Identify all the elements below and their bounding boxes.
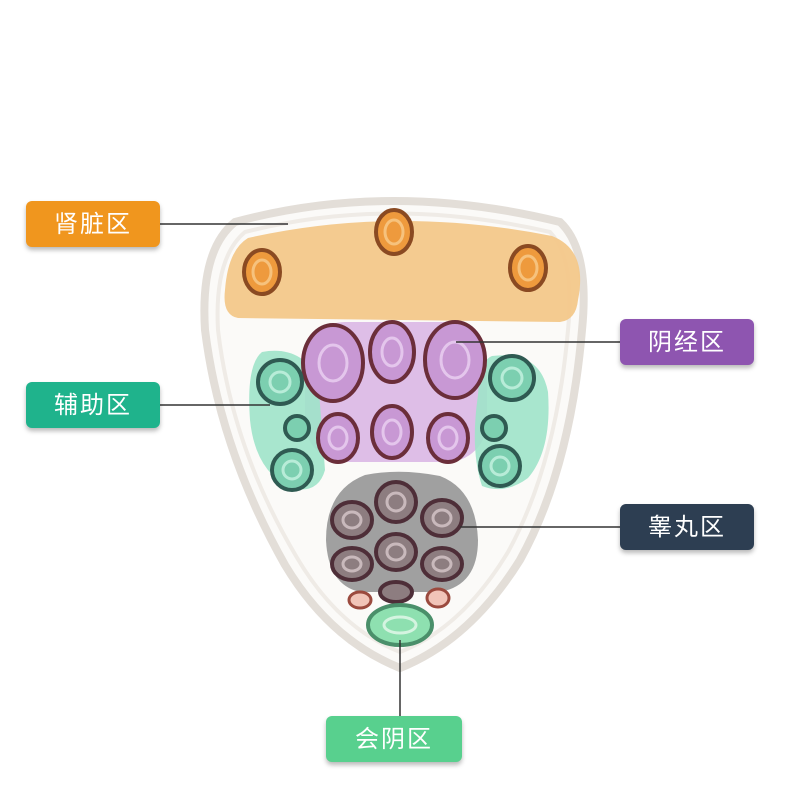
auxiliary-zone-label: 辅助区 <box>26 382 160 428</box>
testis-point <box>330 500 374 540</box>
testis-point <box>330 546 374 582</box>
testis-point <box>374 532 418 572</box>
foot-inner-outline <box>215 211 572 655</box>
kidney-point <box>508 244 548 292</box>
auxiliary-point <box>488 354 536 402</box>
kidney-points <box>242 208 548 296</box>
penis-point <box>368 320 416 384</box>
kidney-point <box>242 248 282 296</box>
auxiliary-point <box>256 358 304 406</box>
testis-point <box>374 480 418 524</box>
auxiliary-points <box>256 354 536 492</box>
testis-point <box>420 546 464 582</box>
penis-zone-label: 阴经区 <box>620 319 754 365</box>
penis-point <box>426 412 470 464</box>
kidney-zone-area <box>224 220 581 322</box>
testis-zone-label: 睾丸区 <box>620 504 754 550</box>
auxiliary-point <box>270 448 314 492</box>
perineum-point <box>366 603 434 647</box>
testis-points <box>330 480 464 604</box>
lower-point <box>347 590 373 610</box>
penis-points <box>301 320 487 464</box>
auxiliary-point <box>478 444 522 488</box>
perineum-zone-label: 会阴区 <box>326 716 462 762</box>
penis-point <box>301 323 365 403</box>
lower-points <box>347 587 451 610</box>
leader-lines <box>160 223 620 716</box>
kidney-zone-label: 肾脏区 <box>26 201 160 247</box>
lower-point <box>425 587 451 609</box>
penis-point <box>316 412 360 464</box>
penis-point <box>423 320 487 400</box>
auxiliary-point <box>283 414 311 442</box>
auxiliary-point <box>480 414 508 442</box>
testis-point <box>420 498 464 538</box>
testis-point <box>378 580 414 604</box>
kidney-point <box>374 208 414 256</box>
penis-point <box>370 404 414 460</box>
